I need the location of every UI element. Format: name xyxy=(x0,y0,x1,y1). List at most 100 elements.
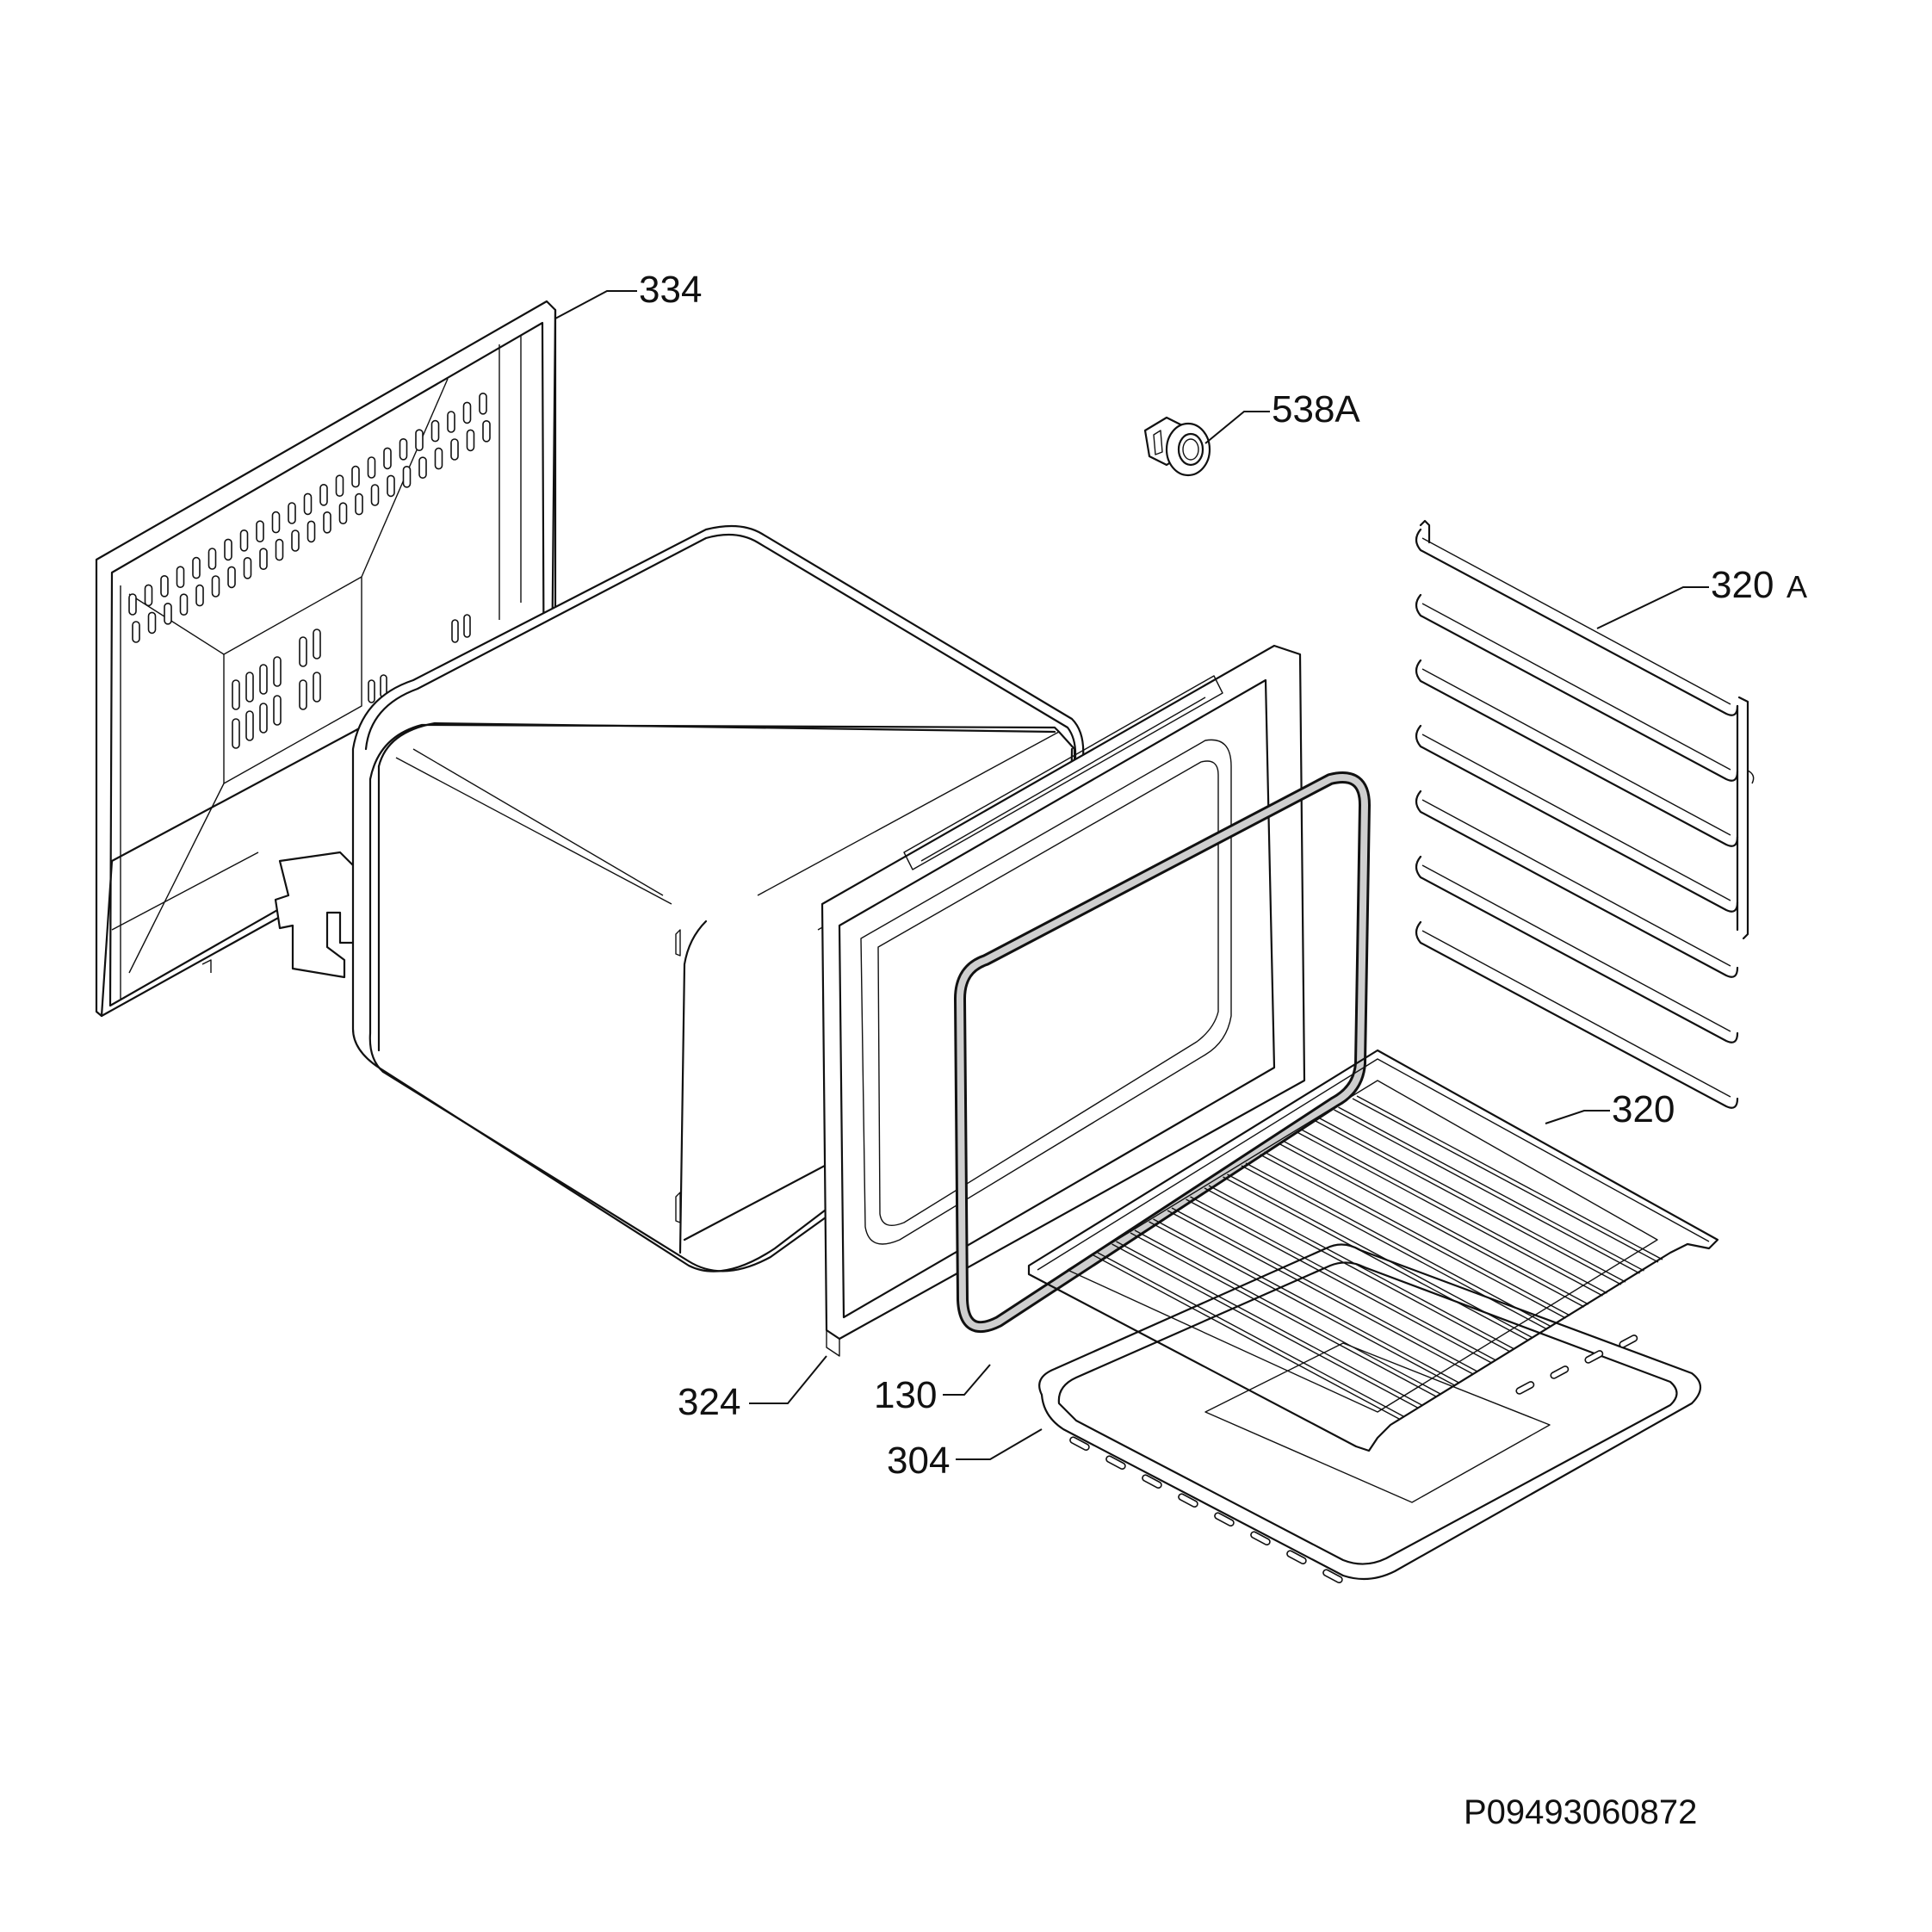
vent-slot xyxy=(463,614,471,638)
vent-slot xyxy=(399,437,408,461)
shelf-rod xyxy=(1116,1241,1422,1406)
vent-slot xyxy=(338,502,348,525)
runner-rail xyxy=(1415,659,1739,847)
vent-slot xyxy=(291,529,300,552)
callout-320-suffix: A xyxy=(1786,569,1807,604)
vent-slot xyxy=(245,672,254,703)
callout-324: 324 xyxy=(678,1381,740,1423)
vent-slot xyxy=(313,629,321,659)
vent-slot xyxy=(307,520,316,543)
shelf-rod xyxy=(1167,1210,1474,1375)
rear-panel-vent-slots xyxy=(128,392,491,749)
vent-slot xyxy=(207,548,217,570)
vent-slot xyxy=(239,529,249,552)
vent-slot xyxy=(176,566,185,589)
vent-slot xyxy=(288,502,296,524)
runner-rail xyxy=(1415,593,1739,782)
runner-rail-inner xyxy=(1421,603,1731,771)
vent-slot xyxy=(179,593,189,616)
vent-slot xyxy=(418,456,427,480)
drawing-code: P09493060872 xyxy=(1464,1793,1697,1831)
vent-slot xyxy=(313,672,321,703)
callout-320: 320 xyxy=(1711,564,1774,606)
wire-shelf-320 xyxy=(1027,1049,1719,1452)
shelf-rod xyxy=(1130,1232,1437,1397)
tray-slot xyxy=(1178,1493,1198,1508)
runner-rail-inner xyxy=(1421,930,1731,1098)
runner-rail-inner xyxy=(1421,668,1731,836)
shelf-rod xyxy=(1093,1254,1400,1420)
rear-panel-334 xyxy=(95,300,557,1018)
shelf-rod xyxy=(1278,1142,1585,1308)
shelf-rod xyxy=(1134,1229,1441,1395)
vent-slot xyxy=(482,419,491,443)
shelf-rod xyxy=(1227,1173,1533,1339)
vent-slot xyxy=(434,447,443,470)
shelf-rod xyxy=(1171,1207,1478,1372)
vent-slot xyxy=(383,447,392,470)
shelf-rod xyxy=(1097,1252,1404,1417)
vent-slot xyxy=(479,392,487,415)
runner-rail xyxy=(1415,920,1739,1109)
shelf-runner-320A xyxy=(1415,519,1755,1109)
hanger-bracket xyxy=(274,851,363,979)
tray-slot xyxy=(1515,1381,1535,1395)
tray-slot xyxy=(1550,1365,1570,1379)
vent-slot xyxy=(466,429,475,452)
vent-slot xyxy=(355,492,363,516)
vent-slot xyxy=(451,619,459,643)
vent-slot xyxy=(224,538,232,561)
vent-slot xyxy=(259,664,268,695)
wire-shelf-rods xyxy=(1093,1095,1663,1420)
callout-334: 334 xyxy=(639,269,702,311)
vent-slot xyxy=(256,520,264,543)
vent-slot xyxy=(164,602,172,625)
vent-slot xyxy=(132,621,140,643)
tray-slot xyxy=(1214,1512,1235,1527)
tray-slot xyxy=(1105,1455,1126,1471)
vent-slot xyxy=(299,679,307,710)
vent-slot xyxy=(323,511,331,534)
vent-slot xyxy=(462,401,472,424)
runner-rail-inner xyxy=(1421,734,1731,901)
runner-rail-inner xyxy=(1421,537,1731,705)
vent-slot xyxy=(227,566,236,589)
vent-slot xyxy=(319,483,328,506)
vent-slot xyxy=(447,411,455,433)
shelf-rod xyxy=(1334,1109,1640,1274)
vent-slot xyxy=(303,492,313,516)
vent-slot xyxy=(415,429,424,452)
runner-rail xyxy=(1415,790,1739,978)
runner-rail xyxy=(1415,855,1739,1043)
vent-slot xyxy=(147,611,157,635)
shelf-rod xyxy=(1338,1106,1644,1272)
vent-slot xyxy=(275,538,284,561)
tray-slot xyxy=(1619,1334,1638,1348)
shelf-rod xyxy=(1319,1118,1626,1283)
tray-slot xyxy=(1069,1436,1090,1452)
tray-slot xyxy=(1142,1474,1162,1489)
door-seal-130 xyxy=(954,771,1371,1334)
vent-slot xyxy=(259,548,268,571)
vent-slot xyxy=(271,511,281,534)
lamp-holder-538A xyxy=(1143,416,1211,477)
tray-rim-slots xyxy=(1069,1334,1638,1584)
shelf-rod xyxy=(1297,1131,1603,1297)
vent-slot xyxy=(232,679,240,710)
shelf-rod xyxy=(1223,1176,1529,1341)
runner-rail-inner xyxy=(1421,799,1731,967)
vent-slot xyxy=(211,575,220,598)
runner-rail xyxy=(1415,724,1739,913)
baking-tray-304 xyxy=(1038,1243,1702,1584)
shelf-rod xyxy=(1190,1196,1496,1361)
tray-slot xyxy=(1584,1350,1604,1364)
vent-slot xyxy=(160,574,169,598)
tray-slot xyxy=(1286,1550,1307,1565)
shelf-rod xyxy=(1208,1185,1515,1350)
leader-lines xyxy=(554,290,1709,1460)
vent-slot xyxy=(195,584,204,607)
tray-slot xyxy=(1322,1569,1343,1584)
tray-slot xyxy=(1250,1531,1271,1546)
vent-slot xyxy=(144,584,153,607)
